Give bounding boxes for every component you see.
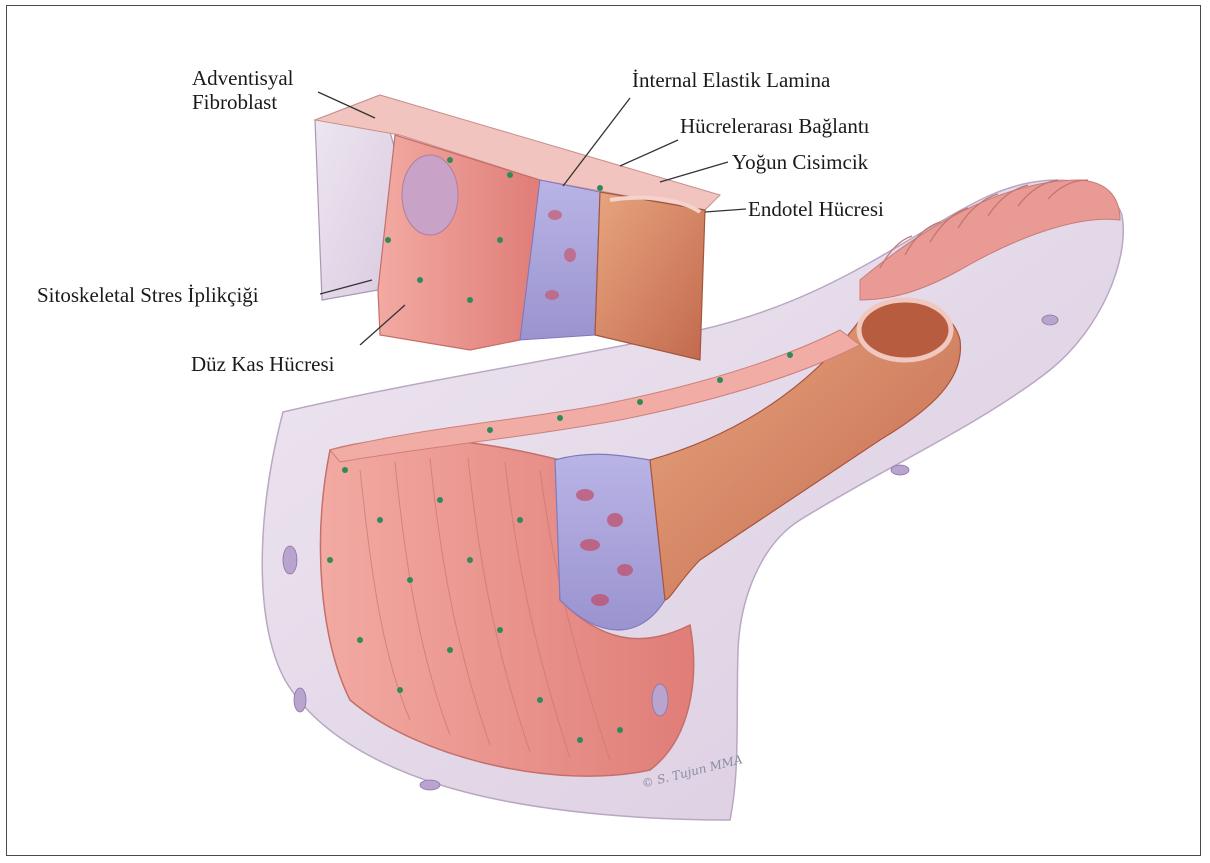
leader-endotel xyxy=(705,209,746,212)
label-sitoskeletal: Sitoskeletal Stres İplikçiği xyxy=(37,283,259,307)
label-adventisyal-line1: Adventisyal xyxy=(192,66,293,90)
label-duz-kas: Düz Kas Hücresi xyxy=(191,352,334,376)
leader-hucrelerarasi xyxy=(620,140,678,166)
inset-endothelium xyxy=(595,192,705,360)
elastic-lamina-band xyxy=(555,454,665,630)
inset-block xyxy=(315,95,720,360)
label-adventisyal-line2: Fibroblast xyxy=(192,90,293,114)
label-endotel: Endotel Hücresi xyxy=(748,197,884,221)
label-yogun: Yoğun Cisimcik xyxy=(732,150,868,174)
label-internal-elastik: İnternal Elastik Lamina xyxy=(632,68,830,92)
leader-yogun xyxy=(660,162,728,182)
label-hucrelerarasi: Hücrelerarası Bağlantı xyxy=(680,114,870,138)
label-adventisyal: Adventisyal Fibroblast xyxy=(192,66,293,114)
lumen-opening xyxy=(859,300,951,360)
